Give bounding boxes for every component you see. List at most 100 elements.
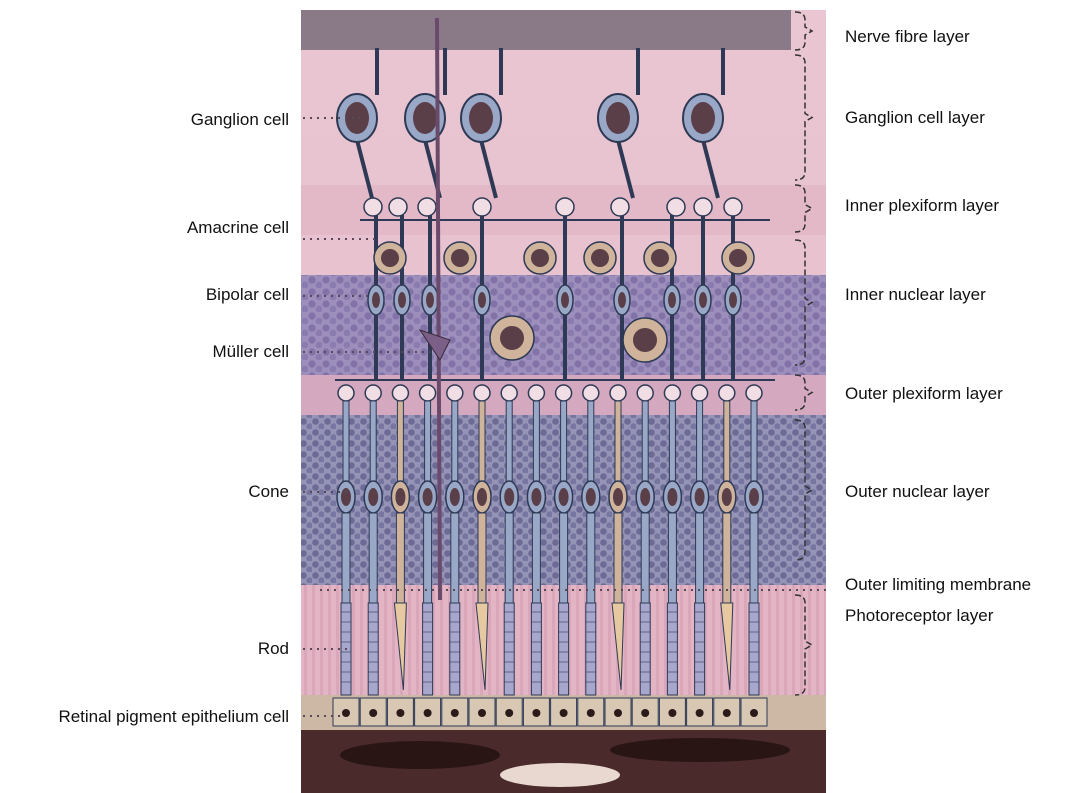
bipolar-nucleus (668, 292, 676, 308)
rpe-nucleus (668, 709, 676, 717)
cell-label-amacrine: Amacrine cell (187, 218, 289, 238)
rod-outer-segment (586, 603, 596, 695)
photoreceptor-nucleus (749, 488, 759, 506)
layer-label-ipl: Inner plexiform layer (845, 196, 999, 216)
photoreceptor-axon (669, 401, 675, 481)
layer-label-opl: Outer plexiform layer (845, 384, 1003, 404)
amacrine-nucleus (381, 249, 399, 267)
photoreceptor-nucleus (395, 488, 405, 506)
photoreceptor-terminal (556, 385, 572, 401)
ganglion-nucleus (345, 102, 369, 134)
rpe-nucleus (750, 709, 758, 717)
ipl-synapse (364, 198, 382, 216)
photoreceptor-terminal (528, 385, 544, 401)
photoreceptor-nucleus (531, 488, 541, 506)
rpe-nucleus (505, 709, 513, 717)
cell-label-muller: Müller cell (212, 342, 289, 362)
rod-outer-segment (504, 603, 514, 695)
amacrine-nucleus (591, 249, 609, 267)
rod-outer-segment (640, 603, 650, 695)
ipl-synapse (556, 198, 574, 216)
photoreceptor-nucleus (368, 488, 378, 506)
photoreceptor-nucleus (477, 488, 487, 506)
photoreceptor-inner-segment (532, 513, 540, 603)
rod-outer-segment (749, 603, 759, 695)
photoreceptor-axon (370, 401, 376, 481)
photoreceptor-terminal (338, 385, 354, 401)
rpe-nucleus (532, 709, 540, 717)
photoreceptor-axon (533, 401, 539, 481)
photoreceptor-terminal (719, 385, 735, 401)
cell-label-bipolar: Bipolar cell (206, 285, 289, 305)
photoreceptor-terminal (692, 385, 708, 401)
photoreceptor-terminal (392, 385, 408, 401)
amacrine-nucleus (531, 249, 549, 267)
ganglion-nucleus (606, 102, 630, 134)
ganglion-nucleus (691, 102, 715, 134)
rod-outer-segment (368, 603, 378, 695)
bipolar-nucleus (561, 292, 569, 308)
photoreceptor-axon (751, 401, 757, 481)
bipolar-nucleus (478, 292, 486, 308)
rod-outer-segment (559, 603, 569, 695)
photoreceptor-terminal (746, 385, 762, 401)
photoreceptor-inner-segment (424, 513, 432, 603)
photoreceptor-axon (343, 401, 349, 481)
rpe-nucleus (369, 709, 377, 717)
bipolar-nucleus (618, 292, 626, 308)
rod-outer-segment (423, 603, 433, 695)
ipl-synapse (418, 198, 436, 216)
rpe-nucleus (424, 709, 432, 717)
horizontal-cell-nucleus (500, 326, 524, 350)
photoreceptor-terminal (637, 385, 653, 401)
ipl-synapse (724, 198, 742, 216)
photoreceptor-nucleus (559, 488, 569, 506)
ipl-synapse (389, 198, 407, 216)
rpe-nucleus (342, 709, 350, 717)
cell-label-cone: Cone (248, 482, 289, 502)
photoreceptor-nucleus (504, 488, 514, 506)
photoreceptor-nucleus (667, 488, 677, 506)
rpe-nucleus (587, 709, 595, 717)
ipl-synapse (694, 198, 712, 216)
layer-label-prl: Photoreceptor layer (845, 606, 993, 626)
layer-label-onl: Outer nuclear layer (845, 482, 990, 502)
photoreceptor-nucleus (613, 488, 623, 506)
photoreceptor-axon (588, 401, 594, 481)
cell-label-rpe: Retinal pigment epithelium cell (58, 707, 289, 727)
photoreceptor-axon (425, 401, 431, 481)
photoreceptor-terminal (583, 385, 599, 401)
photoreceptor-axon (452, 401, 458, 481)
photoreceptor-terminal (474, 385, 490, 401)
photoreceptor-axon (697, 401, 703, 481)
rpe-nucleus (614, 709, 622, 717)
photoreceptor-nucleus (586, 488, 596, 506)
photoreceptor-axon (479, 401, 485, 481)
rpe-nucleus (478, 709, 486, 717)
cell-label-ganglion: Ganglion cell (191, 110, 289, 130)
photoreceptor-terminal (447, 385, 463, 401)
photoreceptor-nucleus (640, 488, 650, 506)
photoreceptor-nucleus (423, 488, 433, 506)
rpe-nucleus (641, 709, 649, 717)
bipolar-nucleus (426, 292, 434, 308)
rpe-nucleus (560, 709, 568, 717)
photoreceptor-terminal (365, 385, 381, 401)
photoreceptor-axon (615, 401, 621, 481)
photoreceptor-nucleus (341, 488, 351, 506)
photoreceptor-terminal (664, 385, 680, 401)
photoreceptor-nucleus (695, 488, 705, 506)
photoreceptor-axon (397, 401, 403, 481)
bipolar-nucleus (699, 292, 707, 308)
photoreceptor-terminal (610, 385, 626, 401)
rpe-nucleus (396, 709, 404, 717)
photoreceptor-axon (724, 401, 730, 481)
horizontal-cell-nucleus (633, 328, 657, 352)
photoreceptor-nucleus (722, 488, 732, 506)
rod-outer-segment (667, 603, 677, 695)
ipl-synapse (667, 198, 685, 216)
ipl-synapse (473, 198, 491, 216)
bipolar-nucleus (729, 292, 737, 308)
cell-label-rod: Rod (258, 639, 289, 659)
amacrine-nucleus (451, 249, 469, 267)
